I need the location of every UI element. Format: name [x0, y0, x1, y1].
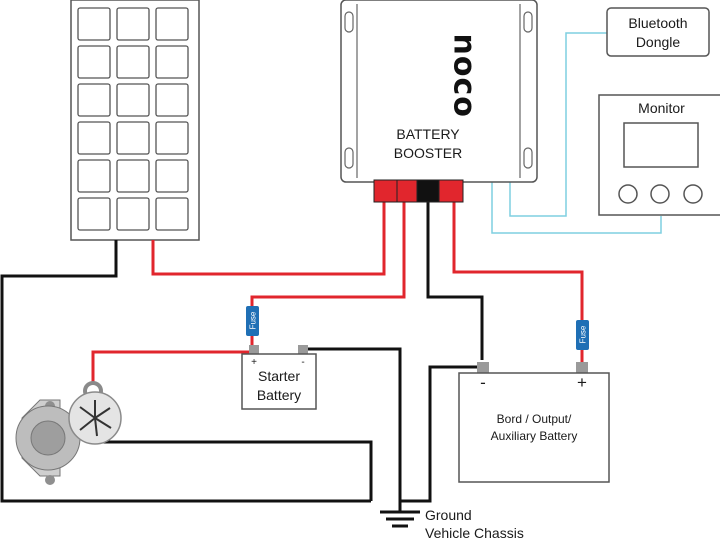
fuse-starter-label: Fuse	[248, 311, 258, 330]
ground-label-line2: Vehicle Chassis	[425, 525, 524, 541]
monitor-screen	[623, 122, 699, 168]
starter-battery-positive-terminal	[249, 345, 259, 354]
monitor-label: Monitor	[638, 100, 685, 116]
starter-battery-label-line1: Starter	[257, 368, 300, 384]
fuse-auxiliary-label: Fuse	[578, 325, 588, 344]
data-cables	[491, 32, 662, 234]
solar-panel	[70, 0, 200, 241]
fuse-auxiliary	[576, 320, 589, 350]
monitor-button	[650, 184, 670, 204]
aux-battery-minus-sign: -	[480, 373, 486, 392]
bluetooth-label-line2: Dongle	[635, 34, 681, 50]
booster-label-line1: BATTERY	[396, 126, 460, 142]
starter-battery-negative-terminal	[298, 345, 308, 354]
starter-battery	[241, 345, 317, 410]
monitor-button	[618, 184, 638, 204]
positive-wires	[91, 195, 584, 385]
aux-battery-label-line1: Bord / Output/	[496, 412, 572, 426]
fuse-starter	[246, 306, 259, 336]
bluetooth-dongle	[606, 7, 710, 57]
starter-battery-plus-sign: +	[251, 357, 257, 368]
monitor	[598, 94, 720, 216]
ground-symbol	[380, 510, 420, 528]
monitor-button	[683, 184, 703, 204]
alternator	[15, 381, 122, 485]
ground-label-line1: Ground	[425, 507, 472, 523]
aux-battery-label-line2: Auxiliary Battery	[490, 429, 578, 443]
bluetooth-label-line1: Bluetooth	[628, 15, 688, 31]
booster-brand-logo: noco	[446, 33, 482, 118]
auxiliary-battery	[458, 362, 610, 483]
battery-booster	[340, 0, 538, 203]
starter-battery-minus-sign: -	[301, 357, 305, 368]
negative-wires	[0, 195, 484, 512]
starter-battery-label-line2: Battery	[256, 387, 302, 403]
aux-battery-plus-sign: +	[577, 373, 587, 392]
booster-label-line2: BOOSTER	[393, 145, 463, 161]
aux-battery-positive-terminal	[576, 362, 588, 373]
aux-battery-negative-terminal	[477, 362, 489, 373]
